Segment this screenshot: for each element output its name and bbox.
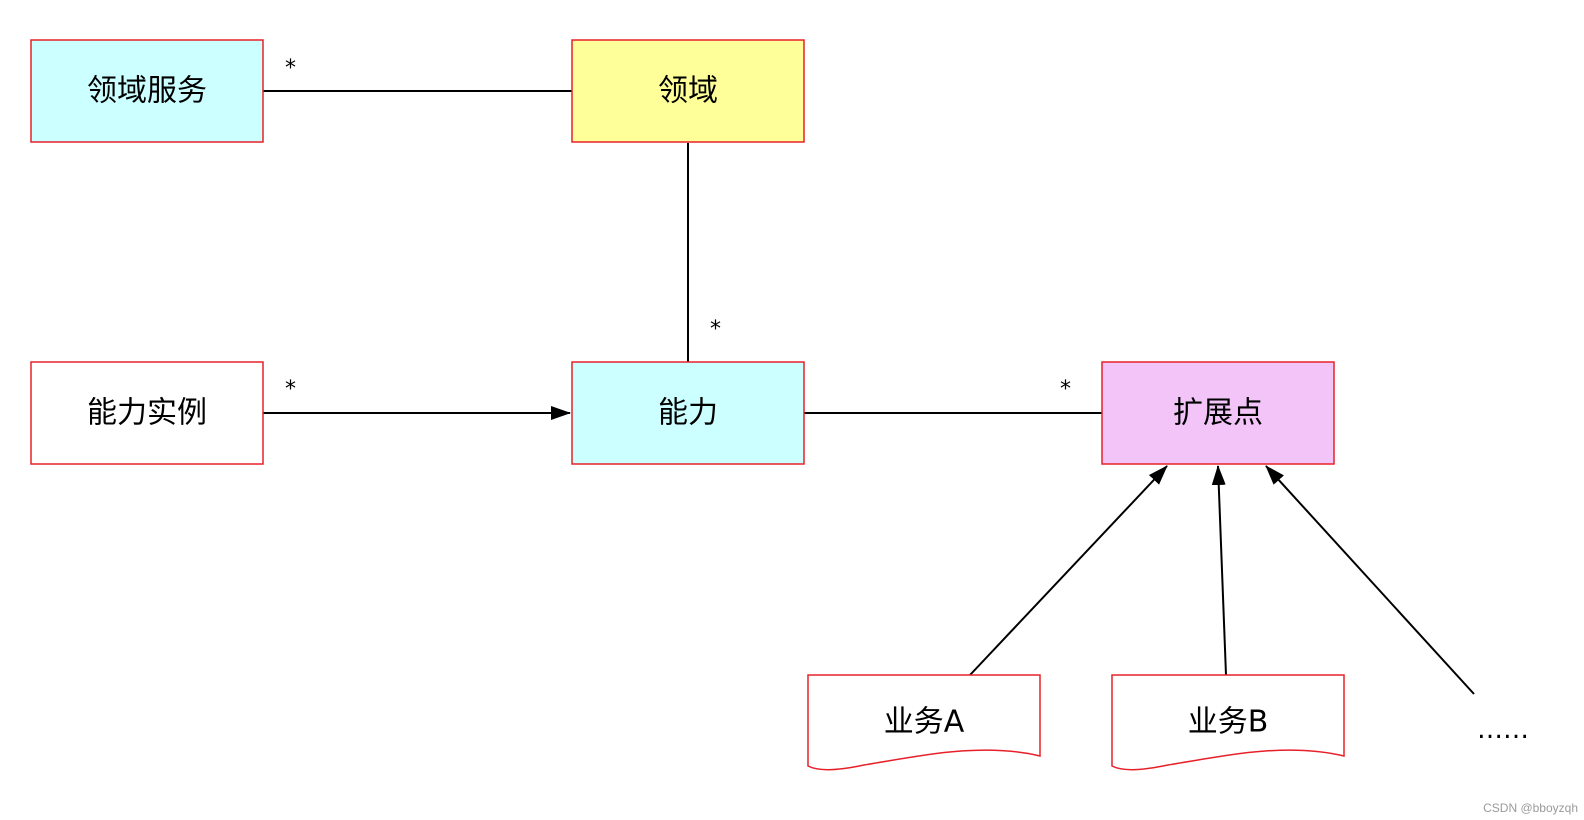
node-domain-service-label: 领域服务 [87,74,207,109]
node-business-a-label: 业务A [884,705,965,740]
node-capability-instance[interactable]: 能力实例 [30,361,264,465]
node-domain-label: 领域 [658,74,718,109]
node-domain-service-box [30,39,264,143]
node-business-b-label: 业务B [1188,705,1269,740]
edge-more-to-extension-point [1265,465,1475,695]
node-capability-instance-label: 能力实例 [87,396,207,431]
node-domain-service[interactable]: 领域服务 [30,39,264,143]
node-capability[interactable]: 能力 [571,361,805,465]
node-capability-instance-box [30,361,264,465]
node-domain-box [571,39,805,143]
edge-business-a-to-extension-point [969,465,1168,676]
node-business-b-document-shape [1111,674,1345,771]
node-extension-point[interactable]: 扩展点 [1101,361,1335,465]
node-business-a[interactable]: 业务A [807,674,1041,771]
multiplicity-domain-capability: * [710,317,721,342]
node-business-b[interactable]: 业务B [1111,674,1345,771]
node-capability-box [571,361,805,465]
edge-business-b-to-extension-point [1211,465,1227,676]
node-domain[interactable]: 领域 [571,39,805,143]
node-capability-label: 能力 [658,396,718,431]
edges [262,90,1475,695]
node-extension-point-label: 扩展点 [1173,396,1263,431]
watermark: CSDN @bboyzqh [1483,801,1578,815]
node-business-a-document-shape [807,674,1041,771]
more-indicator: …… [1477,715,1529,745]
multiplicity-service-domain: * [285,56,296,81]
multiplicity-instance-capability: * [285,377,296,402]
multiplicity-capability-extension: * [1060,377,1071,402]
node-extension-point-box [1101,361,1335,465]
multiplicity-labels: * * * * [285,56,1071,402]
